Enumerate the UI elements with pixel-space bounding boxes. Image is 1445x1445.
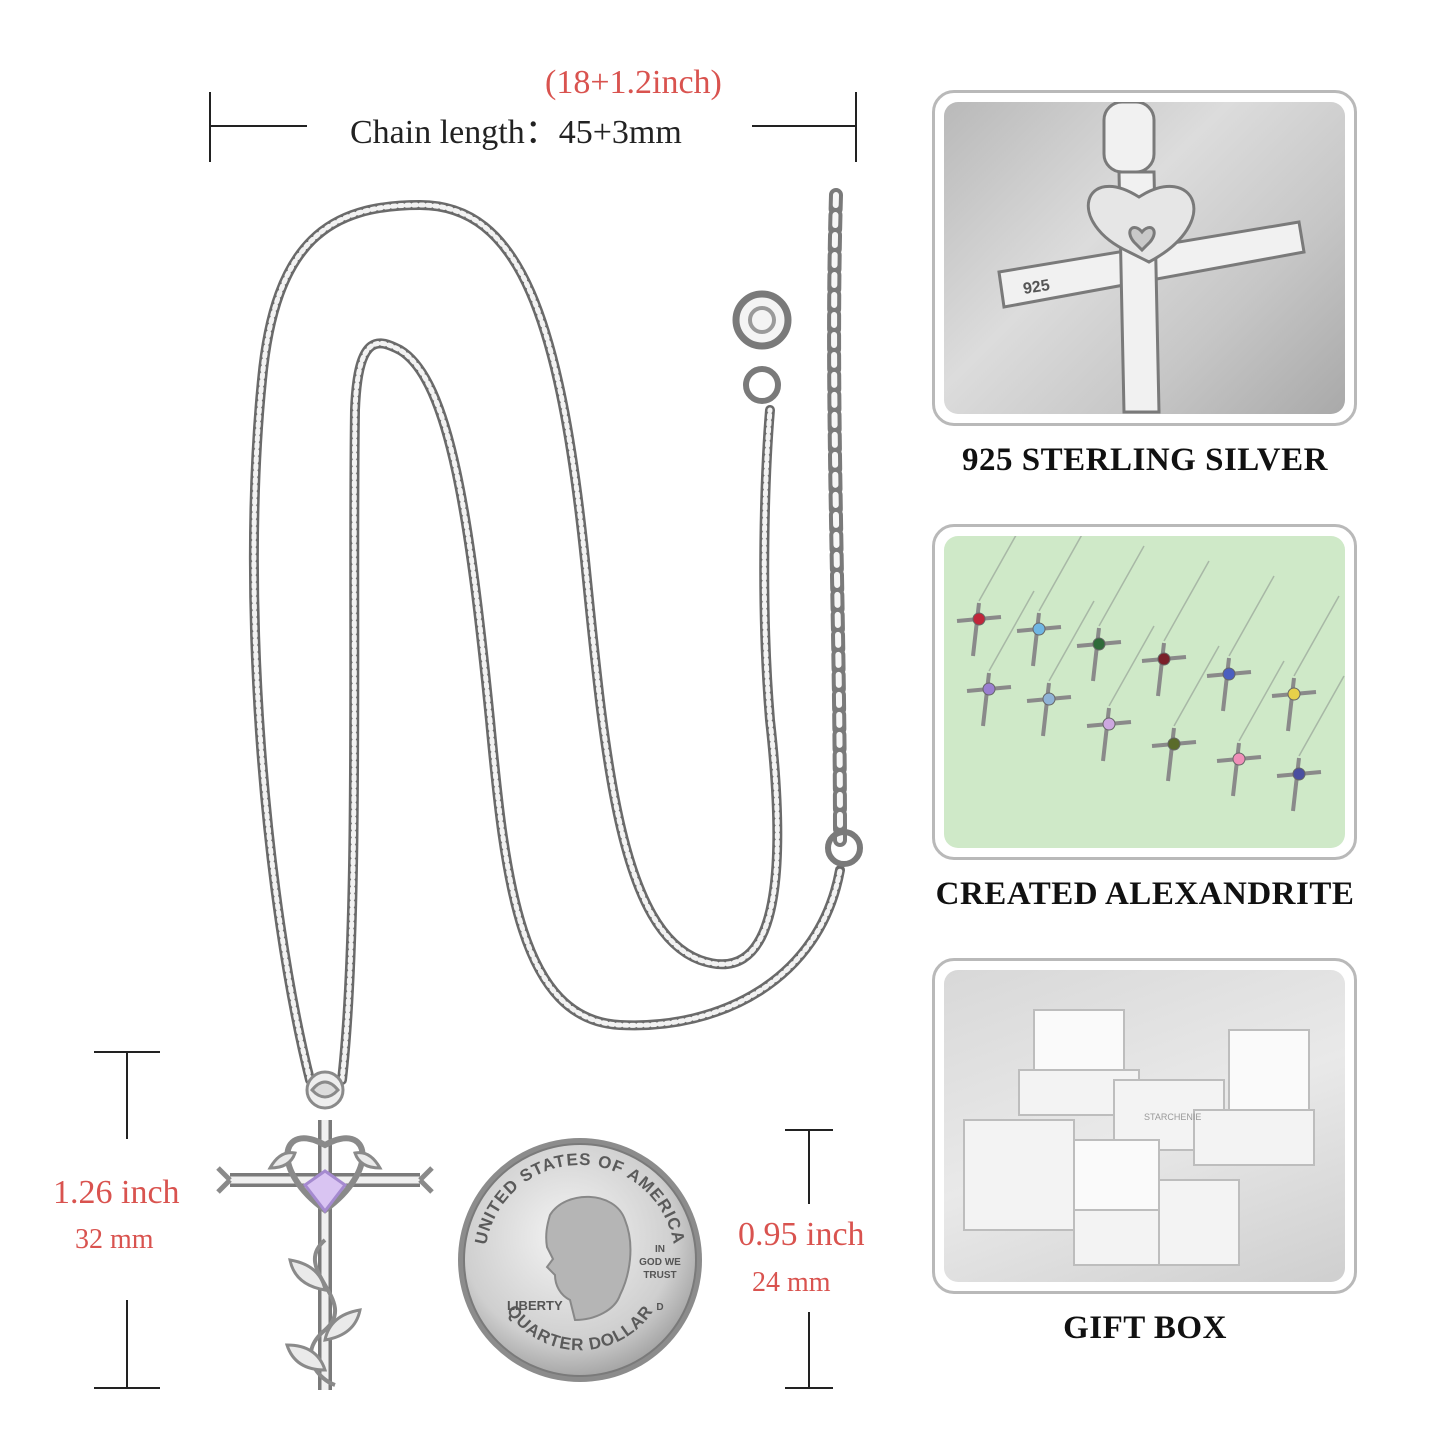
sterling-silver-panel: 925	[932, 90, 1357, 426]
gift-box-panel: STARCHENIE	[932, 958, 1357, 1294]
chain-length-inch-label: (18+1.2inch)	[545, 64, 722, 101]
coin-dim-bottom-bar	[785, 1387, 833, 1389]
chain-dim-right-tick	[855, 92, 857, 162]
chain-dim-right-line	[752, 125, 857, 127]
coin-inch-label: 0.95 inch	[738, 1216, 865, 1253]
coin-motto-line-1: IN	[655, 1244, 665, 1255]
pendant-inch-label: 1.26 inch	[53, 1174, 180, 1211]
mini-pendant	[1076, 545, 1145, 682]
coin-dim-bottom-stem	[808, 1312, 810, 1387]
mini-pendant	[1141, 560, 1210, 697]
alexandrite-colors-image	[956, 536, 1345, 812]
chain-dim-left-tick	[209, 92, 211, 162]
mini-pendant	[1026, 600, 1095, 737]
coin-motto-line-3: TRUST	[643, 1270, 676, 1281]
coin-dim-top-stem	[808, 1129, 810, 1204]
mini-pendant	[1151, 645, 1220, 782]
chain-dim-left-line	[209, 125, 307, 127]
coin-liberty-text: LIBERTY	[507, 1298, 563, 1313]
mini-pendant	[1271, 595, 1340, 732]
necklace-chain-illustration	[248, 188, 863, 1085]
alexandrite-caption: CREATED ALEXANDRITE	[935, 876, 1355, 912]
silver-stamp-text: 925	[1022, 277, 1051, 298]
mini-pendant	[1206, 575, 1275, 712]
pendant-mm-label: 32 mm	[75, 1224, 154, 1255]
gift-box-image: STARCHENIE	[963, 1009, 1315, 1266]
mini-pendant	[1016, 536, 1083, 667]
pendant-dim-top-stem	[126, 1051, 128, 1139]
cross-pendant-image	[216, 1070, 434, 1390]
alexandrite-panel	[932, 524, 1357, 860]
coin-mint-mark: D	[656, 1302, 663, 1313]
gift-box-caption: GIFT BOX	[1063, 1310, 1227, 1346]
mini-pendant	[956, 536, 1017, 657]
coin-motto-line-2: GOD WE	[639, 1257, 681, 1268]
chain-length-label: Chain length：45+3mm	[350, 114, 682, 151]
mini-pendant	[966, 590, 1035, 727]
gift-box-brand-text: STARCHENIE	[1144, 1112, 1201, 1122]
mini-pendant	[1216, 660, 1285, 797]
sterling-silver-closeup-image: 925	[997, 102, 1306, 414]
coin-mm-label: 24 mm	[752, 1267, 831, 1298]
mini-pendant	[1086, 625, 1155, 762]
mini-pendant	[1276, 675, 1345, 812]
pendant-dim-bottom-bar	[94, 1387, 160, 1389]
pendant-dim-bottom-stem	[126, 1300, 128, 1388]
sterling-silver-caption: 925 STERLING SILVER	[962, 442, 1328, 478]
quarter-coin: UNITED STATES OF AMERICA QUARTER DOLLAR …	[455, 1135, 705, 1385]
